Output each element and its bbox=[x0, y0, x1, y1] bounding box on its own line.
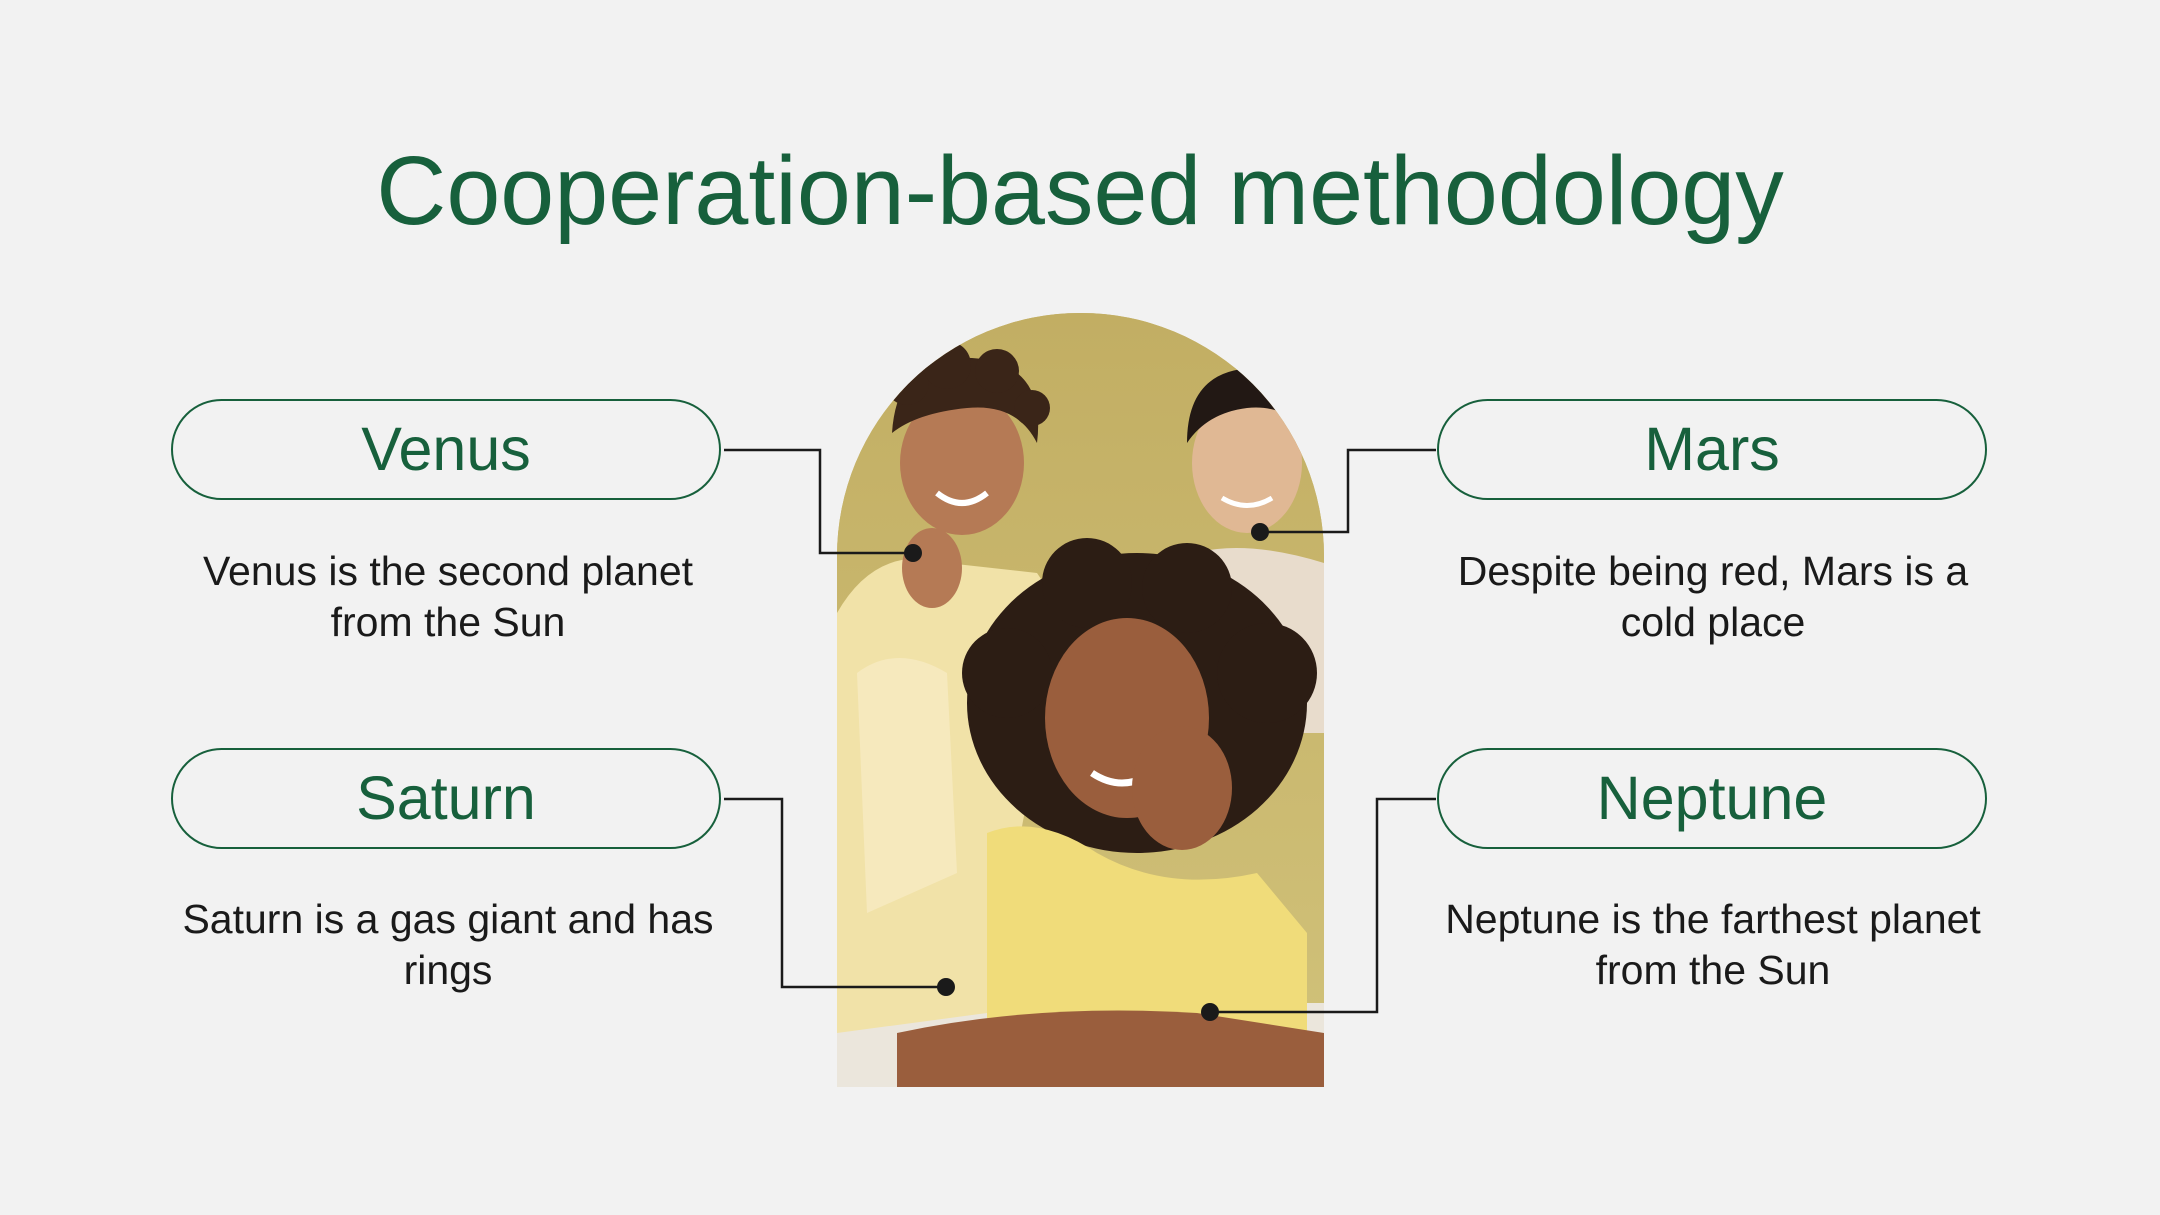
connector-neptune bbox=[1210, 797, 1436, 1014]
venus-pill: Venus bbox=[171, 399, 721, 500]
connector-dot-mars bbox=[1251, 523, 1269, 541]
neptune-label: Neptune bbox=[1596, 764, 1828, 832]
slide-title: Cooperation-based methodology bbox=[376, 136, 1784, 245]
venus-description: Venus is the second planet from the Sun bbox=[202, 548, 694, 645]
mars-label: Mars bbox=[1644, 415, 1780, 483]
saturn-label: Saturn bbox=[356, 764, 536, 832]
group-photo-illustration bbox=[837, 313, 1324, 1087]
connector-dot-venus bbox=[904, 544, 922, 562]
connector-dot-neptune bbox=[1201, 1003, 1219, 1021]
mars-pill: Mars bbox=[1437, 399, 1987, 500]
venus-label: Venus bbox=[361, 415, 531, 483]
connector-dot-saturn bbox=[937, 978, 955, 996]
neptune-pill: Neptune bbox=[1437, 748, 1987, 849]
saturn-pill: Saturn bbox=[171, 748, 721, 849]
neptune-description: Neptune is the farthest planet from the … bbox=[1445, 896, 1981, 993]
connector-saturn bbox=[724, 797, 946, 989]
saturn-description: Saturn is a gas giant and has rings bbox=[182, 896, 714, 993]
group-photo bbox=[837, 313, 1324, 1087]
connector-mars bbox=[1260, 448, 1436, 534]
connector-venus bbox=[724, 448, 913, 555]
mars-description: Despite being red, Mars is a cold place bbox=[1457, 548, 1969, 645]
